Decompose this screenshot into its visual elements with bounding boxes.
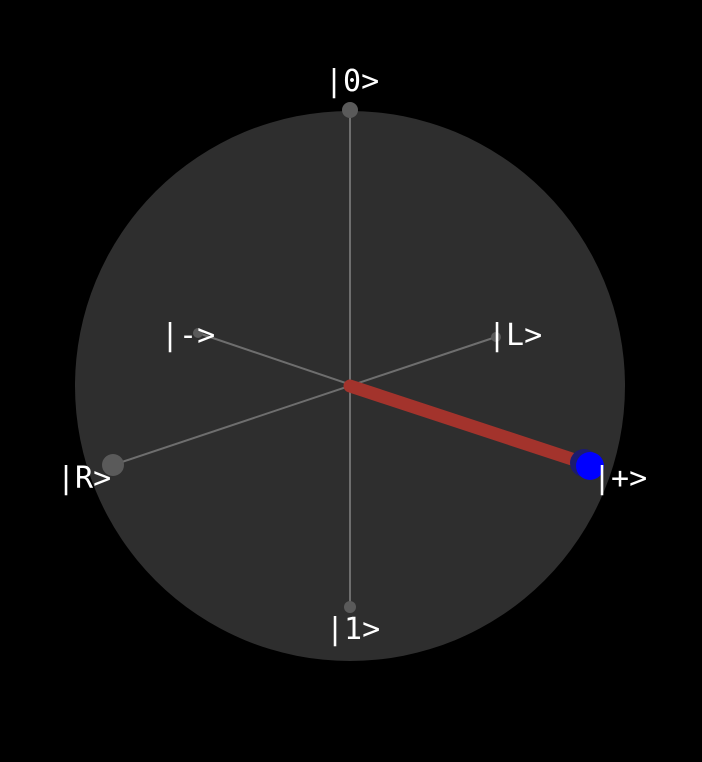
left-state-label: |L> — [488, 318, 542, 353]
right-state-endpoint — [102, 454, 124, 476]
right-state-label: |R> — [57, 461, 111, 496]
minus-state-label: |-> — [161, 318, 215, 353]
plus-state-label: |+> — [593, 461, 647, 496]
state-vector-arrow — [343, 379, 591, 470]
y-axis-line — [112, 336, 497, 466]
state-point[interactable] — [576, 452, 604, 480]
zero-state-endpoint — [342, 102, 358, 118]
one-state-endpoint — [344, 601, 356, 613]
zero-state-label: |0> — [325, 64, 379, 99]
left-state-endpoint — [491, 332, 501, 342]
one-state-label: |1> — [326, 612, 380, 647]
minus-state-endpoint — [193, 328, 203, 338]
